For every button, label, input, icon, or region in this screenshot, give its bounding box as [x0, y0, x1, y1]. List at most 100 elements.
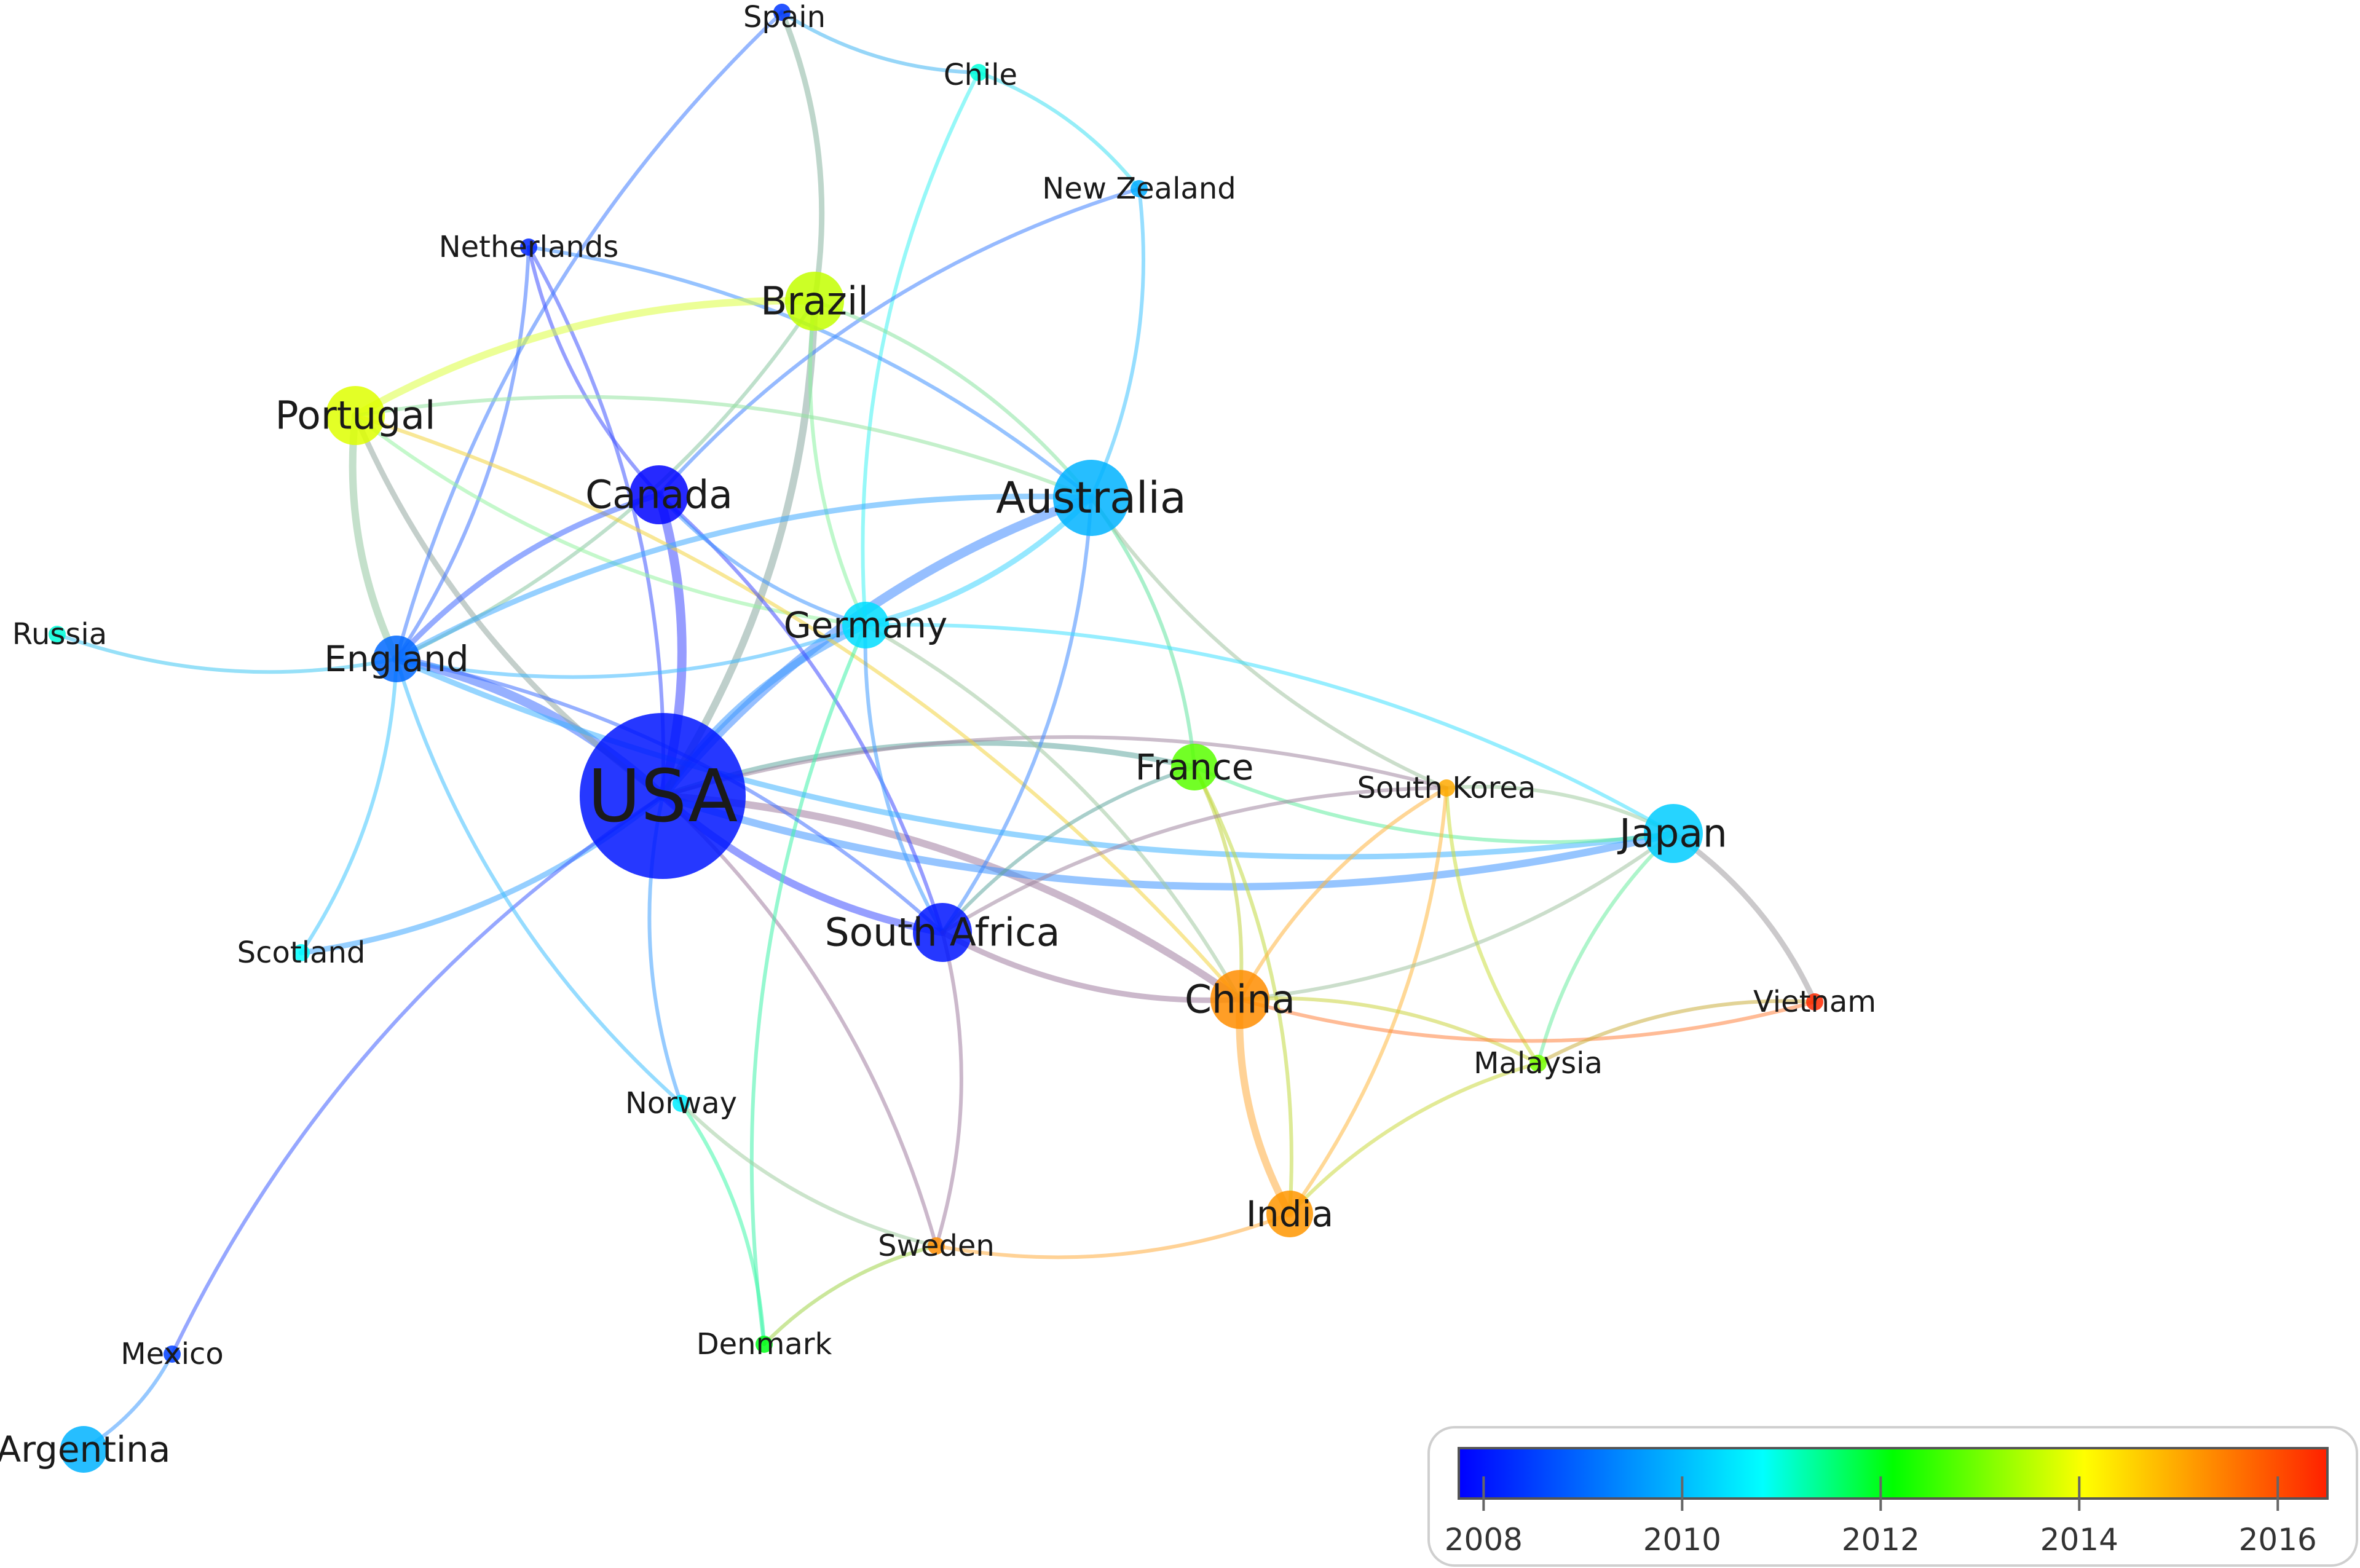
- node-label-india: India: [1246, 1193, 1333, 1235]
- node-label-chile: Chile: [944, 58, 1017, 92]
- edge-japan-vietnam: [1670, 830, 1818, 1005]
- edge-england-japan: [393, 656, 1676, 860]
- node-chile[interactable]: [970, 64, 987, 81]
- edge-usa-china: [659, 792, 1244, 1003]
- node-denmark[interactable]: [756, 1336, 773, 1353]
- node-label-usa: USA: [588, 754, 738, 838]
- node-label-spain: Spain: [743, 0, 826, 34]
- edge-france-india: [1193, 765, 1293, 1216]
- node-label-england: England: [324, 638, 468, 680]
- node-label-portugal: Portugal: [275, 393, 436, 438]
- node-argentina[interactable]: [60, 1426, 107, 1473]
- node-france[interactable]: [1171, 744, 1218, 790]
- node-australia[interactable]: [1053, 460, 1129, 536]
- edge-usa-southkorea: [661, 735, 1448, 798]
- legend-tick-label-2016: 2016: [2239, 1522, 2317, 1558]
- edge-russia-england: [55, 632, 398, 674]
- node-label-france: France: [1135, 746, 1254, 788]
- node-mexico[interactable]: [164, 1345, 181, 1363]
- node-india[interactable]: [1266, 1191, 1313, 1237]
- node-label-vietnam: Vietnam: [1753, 985, 1876, 1019]
- node-russia[interactable]: [49, 626, 66, 643]
- node-portugal[interactable]: [326, 386, 385, 445]
- edge-england-norway: [395, 657, 683, 1105]
- edge-southafrica-china: [939, 929, 1243, 1003]
- edge-sweden-denmark: [762, 1244, 938, 1346]
- edge-australia-southkorea: [1089, 496, 1448, 790]
- legend-tick-label-2014: 2014: [2040, 1522, 2118, 1558]
- legend-tick-label-2012: 2012: [1842, 1522, 1920, 1558]
- node-malaysia[interactable]: [1529, 1055, 1547, 1072]
- node-label-argentina: Argentina: [0, 1428, 170, 1470]
- edge-norway-denmark: [679, 1101, 766, 1346]
- edge-japan-china: [1238, 832, 1675, 1001]
- node-china[interactable]: [1210, 970, 1269, 1029]
- node-brazil[interactable]: [785, 272, 844, 331]
- node-label-southafrica: South Africa: [825, 910, 1060, 955]
- edge-germany-denmark: [749, 623, 867, 1346]
- node-label-canada: Canada: [585, 473, 733, 518]
- edge-spain-england: [395, 10, 784, 661]
- node-usa[interactable]: [580, 713, 746, 879]
- edge-southkorea-japan: [1445, 784, 1675, 835]
- edge-spain-chile: [780, 10, 981, 74]
- edge-southkorea-china: [1238, 786, 1448, 1001]
- edge-germany-southafrica: [863, 623, 944, 934]
- legend-colorbar: [1458, 1447, 2329, 1500]
- node-norway[interactable]: [673, 1095, 690, 1112]
- edge-germany-japan: [864, 623, 1675, 835]
- edge-newzealand-canada: [657, 187, 1141, 497]
- edge-canada-england: [393, 492, 662, 662]
- edge-france-japan: [1193, 765, 1675, 844]
- edge-chile-newzealand: [977, 71, 1141, 191]
- edge-australia-france: [1089, 496, 1196, 769]
- edge-netherlands-australia: [527, 245, 1093, 500]
- node-sweden[interactable]: [928, 1237, 945, 1255]
- edge-portugal-australia: [353, 395, 1093, 500]
- node-southafrica[interactable]: [913, 903, 972, 962]
- node-label-scotland: Scotland: [237, 936, 366, 970]
- edge-brazil-portugal: [352, 297, 818, 419]
- edge-malaysia-india: [1288, 1062, 1540, 1216]
- edge-southkorea-southafrica: [941, 786, 1448, 934]
- edge-malaysia-vietnam: [1536, 999, 1817, 1065]
- node-label-denmark: Denmark: [697, 1327, 832, 1361]
- edge-newzealand-australia: [1089, 187, 1145, 500]
- edge-portugal-china: [353, 414, 1242, 1001]
- edge-australia-southafrica: [941, 496, 1093, 934]
- edge-japan-malaysia: [1536, 832, 1675, 1065]
- edge-france-china: [1193, 765, 1244, 1001]
- node-spain[interactable]: [773, 4, 791, 21]
- edge-portugal-england: [349, 412, 400, 663]
- node-label-mexico: Mexico: [120, 1337, 224, 1371]
- edge-southkorea-malaysia: [1445, 786, 1540, 1065]
- edge-australia-england: [393, 494, 1094, 662]
- edge-china-vietnam: [1238, 998, 1817, 1043]
- node-vietnam[interactable]: [1806, 993, 1823, 1011]
- node-england[interactable]: [373, 636, 420, 682]
- node-label-japan: Japan: [1617, 811, 1727, 856]
- node-label-netherlands: Netherlands: [439, 230, 619, 264]
- node-canada[interactable]: [629, 465, 689, 524]
- edge-canada-germany: [657, 493, 867, 627]
- edge-southafrica-sweden: [934, 931, 963, 1248]
- edge-usa-mexico: [170, 794, 665, 1356]
- edge-germany-england: [395, 623, 867, 679]
- edge-brazil-australia: [813, 299, 1093, 500]
- node-scotland[interactable]: [293, 944, 310, 961]
- node-germany[interactable]: [842, 602, 889, 648]
- node-southkorea[interactable]: [1438, 779, 1455, 797]
- node-label-sweden: Sweden: [878, 1229, 995, 1263]
- nodes-layer: [49, 4, 1823, 1473]
- node-label-australia: Australia: [996, 473, 1186, 523]
- edge-brazil-germany: [808, 299, 867, 627]
- node-newzealand[interactable]: [1131, 180, 1148, 197]
- node-netherlands[interactable]: [520, 238, 537, 256]
- edge-france-southafrica: [941, 765, 1196, 934]
- node-label-germany: Germany: [784, 604, 948, 646]
- node-label-malaysia: Malaysia: [1474, 1046, 1603, 1081]
- node-japan[interactable]: [1644, 804, 1703, 863]
